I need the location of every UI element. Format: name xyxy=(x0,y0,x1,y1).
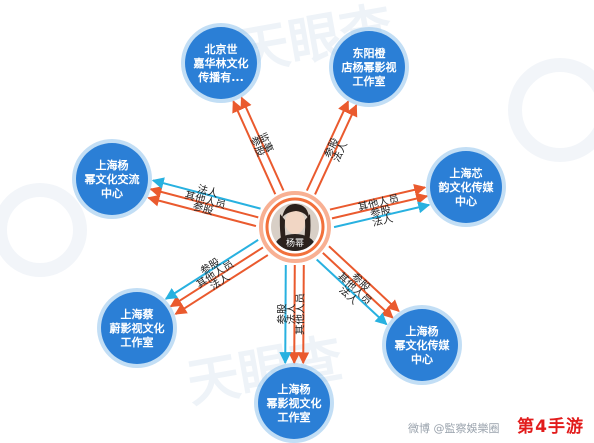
edge-arrow-studio-1 xyxy=(288,264,301,365)
company-node-label-exchange-2: 中心 xyxy=(101,186,123,200)
company-node-label-dongyang-0: 东阳橙 xyxy=(353,46,387,60)
edge-arrow-jiaying-2 xyxy=(164,239,259,300)
edge-arrow-yangmi_media-1 xyxy=(322,252,394,319)
edge-arrow-jiaying-1 xyxy=(169,246,264,308)
center-node[interactable]: 杨幂 xyxy=(259,191,331,263)
edge-arrow-dongyang-0 xyxy=(305,100,350,192)
company-node-label-yangmi_media-2: 中心 xyxy=(411,352,433,366)
edge-arrow-exchange-2 xyxy=(151,177,261,210)
edge-arrow-zhaoyi-0 xyxy=(329,183,427,211)
company-node-label-studio-2: 工作室 xyxy=(278,410,311,424)
edge-arrow-exchange-1 xyxy=(149,186,259,219)
edge-arrow-yangmi_media-0 xyxy=(328,245,400,312)
edge-label-studio-2: 参股 xyxy=(275,303,288,325)
company-node-label-beijing-2: 传播有... xyxy=(197,70,244,84)
center-name: 杨幂 xyxy=(286,237,304,249)
company-node-label-zhaoyi-1: 韵文化传媒 xyxy=(439,180,495,194)
company-node-label-yangmi_media-0: 上海杨 xyxy=(406,324,439,338)
edge-label-exchange-2: 法人 xyxy=(196,182,220,200)
weibo-watermark-text: 微博 @監察娛樂圈 xyxy=(408,422,500,435)
edge-label-zhaoyi-2: 法人 xyxy=(371,212,395,230)
edge-label-studio-0: 其他人员 xyxy=(293,293,306,335)
company-node-label-jiaying-2: 工作室 xyxy=(121,335,154,349)
edge-arrow-exchange-0 xyxy=(147,194,257,228)
person-photo-icon xyxy=(271,203,319,251)
edge-arrow-beijing-0 xyxy=(232,100,277,195)
company-node-beijing[interactable]: 北京世嘉华林文化传播有... xyxy=(181,23,261,103)
site-logo: 第4手游 xyxy=(517,417,584,437)
edge-arrow-studio-0 xyxy=(297,265,310,365)
company-node-label-jiaying-0: 上海蔡 xyxy=(121,307,154,321)
company-node-label-studio-1: 幂影视文化 xyxy=(266,396,322,410)
edge-label-zhaoyi-1: 参股 xyxy=(369,203,393,221)
edge-arrow-studio-2 xyxy=(279,264,292,365)
company-node-label-beijing-1: 嘉华林文化 xyxy=(193,56,249,70)
edge-arrow-dongyang-1 xyxy=(314,104,358,195)
company-node-label-dongyang-1: 店杨幂影视 xyxy=(342,60,397,74)
company-node-label-zhaoyi-0: 上海芯 xyxy=(450,166,483,180)
company-node-label-exchange-0: 上海杨 xyxy=(96,158,129,172)
edge-arrow-yangmi_media-2 xyxy=(316,258,388,326)
company-node-label-studio-0: 上海杨 xyxy=(278,382,311,396)
company-node-label-zhaoyi-2: 中心 xyxy=(455,194,477,208)
company-node-label-jiaying-1: 蔚影视文化 xyxy=(110,321,165,335)
company-node-label-yangmi_media-1: 幂文化传媒 xyxy=(394,338,451,352)
company-node-label-exchange-1: 幂文化交流 xyxy=(84,172,140,186)
company-node-label-beijing-0: 北京世 xyxy=(205,42,238,56)
edge-label-studio-1: 法人 xyxy=(284,303,297,325)
edge-arrow-jiaying-0 xyxy=(174,254,269,315)
edge-arrow-beijing-1 xyxy=(240,96,285,191)
company-nodes: 北京世嘉华林文化传播有...东阳橙店杨幂影视工作室上海芯韵文化传媒中心上海杨幂文… xyxy=(72,23,506,443)
edge-arrow-zhaoyi-1 xyxy=(331,192,429,220)
edge-arrow-zhaoyi-2 xyxy=(333,201,431,229)
company-node-label-dongyang-2: 工作室 xyxy=(353,74,386,88)
